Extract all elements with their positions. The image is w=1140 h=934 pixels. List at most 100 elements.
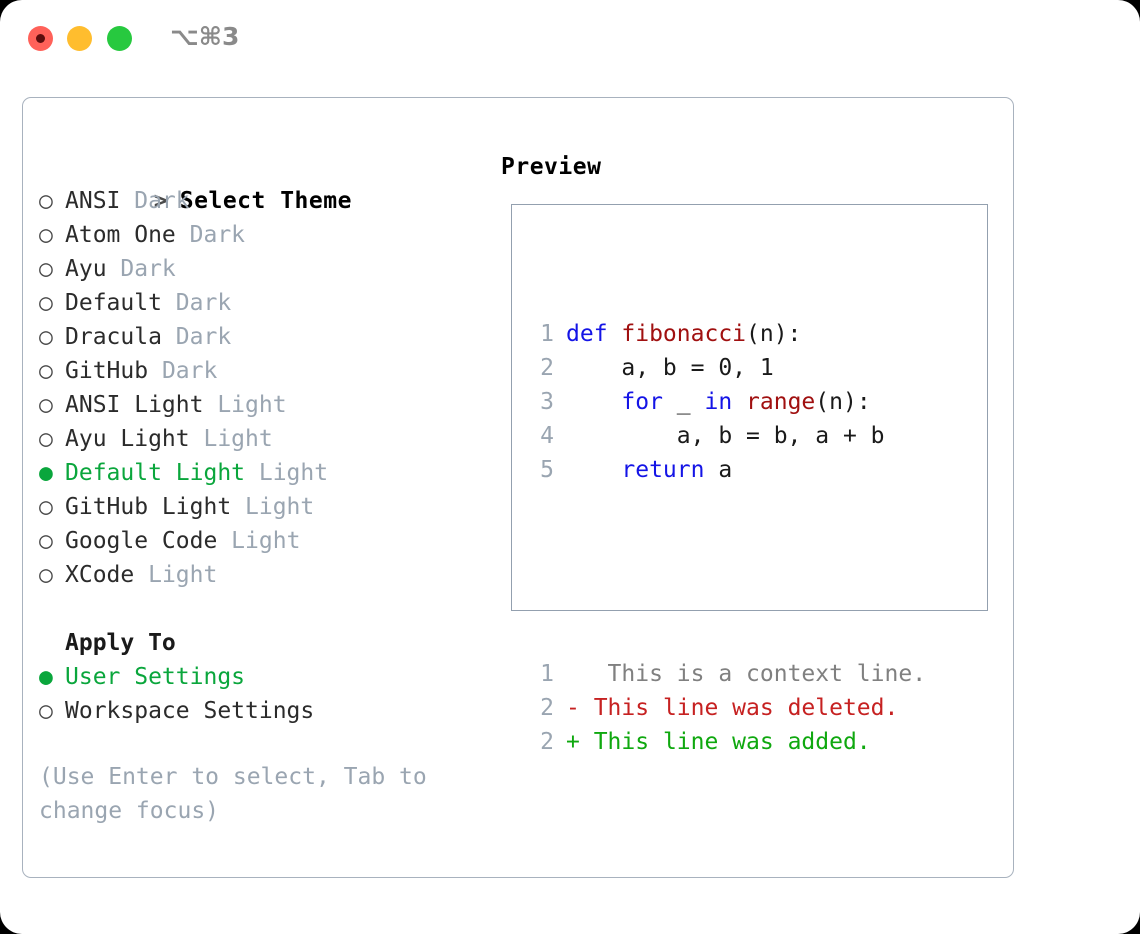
radio-unselected-icon[interactable]: ○ bbox=[39, 528, 53, 554]
radio-unselected-icon[interactable]: ○ bbox=[39, 256, 53, 282]
theme-name-label: Ayu bbox=[65, 256, 107, 282]
theme-kind-label: Light bbox=[134, 562, 218, 588]
maximize-button[interactable] bbox=[107, 26, 132, 51]
theme-name-label: ANSI bbox=[65, 188, 121, 214]
radio-unselected-icon[interactable]: ○ bbox=[39, 290, 53, 316]
theme-kind-label: Dark bbox=[161, 290, 232, 316]
theme-list-item[interactable]: ○Default Dark bbox=[39, 286, 499, 320]
apply-to-option[interactable]: ● User Settings bbox=[39, 660, 499, 694]
theme-kind-label: Light bbox=[203, 392, 287, 418]
theme-kind-label: Dark bbox=[106, 256, 176, 282]
radio-unselected-icon[interactable]: ○ bbox=[39, 698, 53, 724]
theme-list-item[interactable]: ○ Ayu Dark bbox=[39, 252, 499, 286]
theme-list-item[interactable]: ○ANSI Light Light bbox=[39, 388, 499, 422]
code-token: in bbox=[704, 389, 733, 415]
line-number: 5 bbox=[540, 457, 554, 483]
code-token: (n): bbox=[746, 321, 802, 347]
diff-line: 1 This is a context line. bbox=[526, 657, 926, 691]
code-token bbox=[566, 457, 621, 483]
theme-list-item[interactable]: ○ GitHub Light Light bbox=[39, 490, 499, 524]
theme-list-item[interactable]: ○Dracula Dark bbox=[39, 320, 499, 354]
theme-kind-label: Light bbox=[231, 494, 315, 520]
select-theme-header-label: Select Theme bbox=[179, 188, 352, 214]
apply-to-option[interactable]: ○ Workspace Settings bbox=[39, 694, 499, 728]
theme-picker-column: >Select Theme ○ANSI Dark○Atom One Dark○A… bbox=[39, 150, 499, 728]
code-token: a bbox=[704, 457, 733, 483]
diff-snippet: 1 This is a context line.2- This line wa… bbox=[526, 657, 926, 759]
radio-unselected-icon[interactable]: ○ bbox=[39, 188, 53, 214]
theme-list-item[interactable]: ○Google Code Light bbox=[39, 524, 499, 558]
radio-unselected-icon[interactable]: ○ bbox=[39, 426, 53, 452]
diff-sign: - bbox=[566, 695, 580, 721]
code-line: 2 a, b = 0, 1 bbox=[526, 351, 926, 385]
diff-sign bbox=[566, 661, 580, 687]
theme-name-label: Google Code bbox=[65, 528, 218, 554]
theme-list-item[interactable]: ○ Ayu Light Light bbox=[39, 422, 499, 456]
theme-kind-label: Light bbox=[245, 460, 329, 486]
theme-list-item[interactable]: ○ Atom One Dark bbox=[39, 218, 499, 252]
theme-name-label: Dracula bbox=[65, 324, 162, 350]
theme-list-item[interactable]: ● Default Light Light bbox=[39, 456, 499, 490]
preview-title: Preview bbox=[501, 154, 602, 180]
code-line: 4 a, b = b, a + b bbox=[526, 419, 926, 453]
line-number: 1 bbox=[540, 661, 554, 687]
theme-name-label: Ayu Light bbox=[65, 426, 190, 452]
code-line: 3 for _ in range(n): bbox=[526, 385, 926, 419]
apply-to-option-label: Workspace Settings bbox=[65, 698, 315, 724]
radio-unselected-icon[interactable]: ○ bbox=[39, 562, 53, 588]
radio-unselected-icon[interactable]: ○ bbox=[39, 494, 53, 520]
radio-unselected-icon[interactable]: ○ bbox=[39, 358, 53, 384]
code-token: a, b = b, a + b bbox=[566, 423, 885, 449]
diff-text: This line was added. bbox=[579, 729, 871, 755]
code-token: range bbox=[746, 389, 816, 415]
theme-name-label: XCode bbox=[65, 562, 135, 588]
diff-line: 2- This line was deleted. bbox=[526, 691, 926, 725]
code-token bbox=[732, 389, 746, 415]
preview-column: Preview bbox=[501, 150, 601, 184]
diff-sign: + bbox=[566, 729, 580, 755]
code-diff-separator bbox=[526, 555, 926, 589]
theme-name-label: Default Light bbox=[65, 460, 246, 486]
theme-list[interactable]: ○ANSI Dark○Atom One Dark○Ayu Dark○Defaul… bbox=[39, 184, 499, 592]
apply-to-list[interactable]: ● User Settings ○ Workspace Settings bbox=[39, 660, 499, 728]
line-number: 3 bbox=[540, 389, 554, 415]
recording-indicator-icon bbox=[36, 34, 45, 43]
line-number: 2 bbox=[540, 729, 554, 755]
theme-name-label: GitHub Light bbox=[65, 494, 232, 520]
theme-kind-label: Dark bbox=[175, 222, 246, 248]
main-panel: >Select Theme ○ANSI Dark○Atom One Dark○A… bbox=[22, 97, 1014, 878]
theme-name-label: GitHub bbox=[65, 358, 149, 384]
title-bar: ⌥⌘3 bbox=[0, 0, 1140, 80]
line-number: 2 bbox=[540, 355, 554, 381]
theme-name-label: Atom One bbox=[65, 222, 176, 248]
code-line: 5 return a bbox=[526, 453, 926, 487]
diff-text: This line was deleted. bbox=[579, 695, 899, 721]
help-hint-text: (Use Enter to select, Tab to change focu… bbox=[39, 764, 441, 824]
code-token: (n): bbox=[815, 389, 871, 415]
select-theme-header: >Select Theme bbox=[39, 150, 499, 214]
radio-selected-icon[interactable]: ● bbox=[39, 664, 53, 690]
close-button[interactable] bbox=[28, 26, 53, 51]
line-number: 4 bbox=[540, 423, 554, 449]
minimize-button[interactable] bbox=[67, 26, 92, 51]
line-number: 1 bbox=[540, 321, 554, 347]
radio-unselected-icon[interactable]: ○ bbox=[39, 392, 53, 418]
code-token: def bbox=[566, 321, 622, 347]
radio-unselected-icon[interactable]: ○ bbox=[39, 222, 53, 248]
apply-to-option-label: User Settings bbox=[65, 664, 246, 690]
theme-list-item[interactable]: ○ XCode Light bbox=[39, 558, 499, 592]
radio-selected-icon[interactable]: ● bbox=[39, 460, 53, 486]
theme-list-item[interactable]: ○GitHub Dark bbox=[39, 354, 499, 388]
theme-kind-label: Dark bbox=[120, 188, 190, 214]
radio-unselected-icon[interactable]: ○ bbox=[39, 324, 53, 350]
apply-to-label: Apply To bbox=[65, 630, 176, 656]
code-token: return bbox=[621, 457, 705, 483]
theme-list-item[interactable]: ○ ANSI Dark bbox=[39, 184, 499, 218]
diff-line: 2 + This line was added. bbox=[526, 725, 926, 759]
theme-kind-label: Light bbox=[189, 426, 273, 452]
code-token: for bbox=[621, 389, 663, 415]
